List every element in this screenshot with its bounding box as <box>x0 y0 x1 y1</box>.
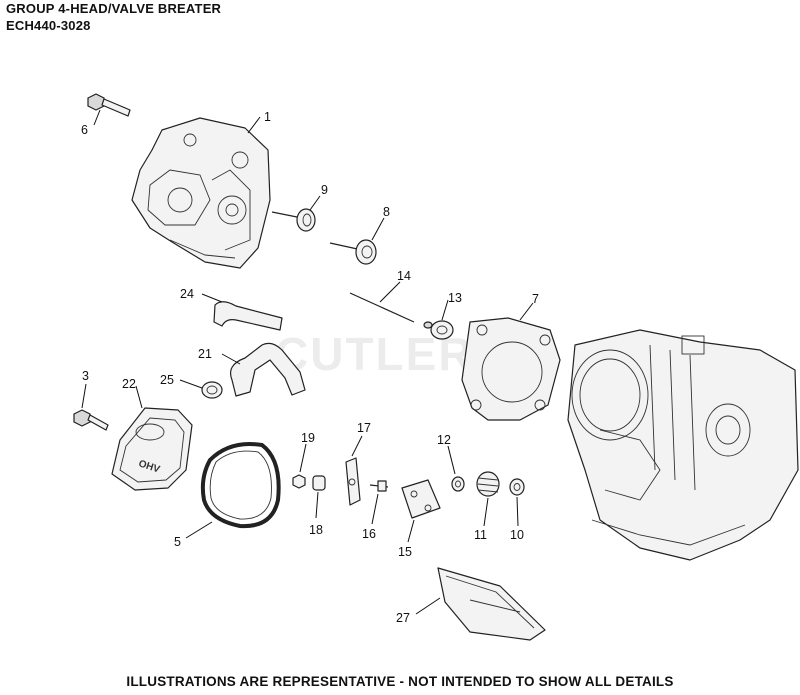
callout-11: 11 <box>474 528 487 542</box>
group-title: GROUP 4-HEAD/VALVE BREATER <box>6 1 222 16</box>
callout-27: 27 <box>396 611 410 625</box>
model-number: ECH440-3028 <box>6 18 91 33</box>
callout-15: 15 <box>398 545 412 559</box>
part-25-clamp <box>201 381 223 399</box>
callout-12: 12 <box>437 433 451 447</box>
part-19-nut <box>292 474 306 489</box>
disclaimer-footer: ILLUSTRATIONS ARE REPRESENTATIVE - NOT I… <box>126 674 674 689</box>
callout-22: 22 <box>122 377 136 391</box>
callout-16: 16 <box>362 527 376 541</box>
part-17-rocker-arm <box>345 457 361 506</box>
callout-17: 17 <box>357 421 371 435</box>
callout-1: 1 <box>264 110 271 124</box>
callout-24: 24 <box>180 287 194 301</box>
part-21-breather-hose <box>229 342 306 397</box>
callout-14: 14 <box>397 269 411 283</box>
callout-labels: 1 6 9 8 14 13 7 24 21 25 3 22 5 19 18 17… <box>81 110 539 625</box>
callout-10: 10 <box>510 528 524 542</box>
callout-9: 9 <box>321 183 328 197</box>
callout-19: 19 <box>301 431 315 445</box>
part-27-guard <box>437 567 546 641</box>
part-24-breather-tube <box>213 301 283 331</box>
part-13-seal <box>423 320 454 340</box>
part-16-stud <box>369 480 389 492</box>
callout-6: 6 <box>81 123 88 137</box>
part-10-cap <box>509 478 525 496</box>
leader-lines <box>81 109 534 615</box>
part-22-valve-cover: OHV <box>111 407 193 491</box>
part-8-valve <box>329 239 377 265</box>
part-18-pivot <box>312 475 326 491</box>
part-7-head-gasket <box>461 317 561 421</box>
part-15-guide-plate <box>401 479 441 519</box>
part-12-retainer <box>451 476 465 492</box>
callout-21: 21 <box>198 347 212 361</box>
callout-25: 25 <box>160 373 174 387</box>
part-1-cylinder-head <box>131 117 271 269</box>
part-3-bolt <box>73 409 109 431</box>
part-14-push-rod <box>349 292 415 323</box>
callout-5: 5 <box>174 535 181 549</box>
callout-8: 8 <box>383 205 390 219</box>
part-6-bolt <box>87 93 131 117</box>
callout-18: 18 <box>309 523 323 537</box>
callout-13: 13 <box>448 291 462 305</box>
part-9-valve <box>271 208 316 232</box>
callout-3: 3 <box>82 369 89 383</box>
part-11-spring <box>476 471 500 497</box>
callout-7: 7 <box>532 292 539 306</box>
part-5-gasket <box>200 442 281 529</box>
engine-crankcase <box>567 329 799 561</box>
